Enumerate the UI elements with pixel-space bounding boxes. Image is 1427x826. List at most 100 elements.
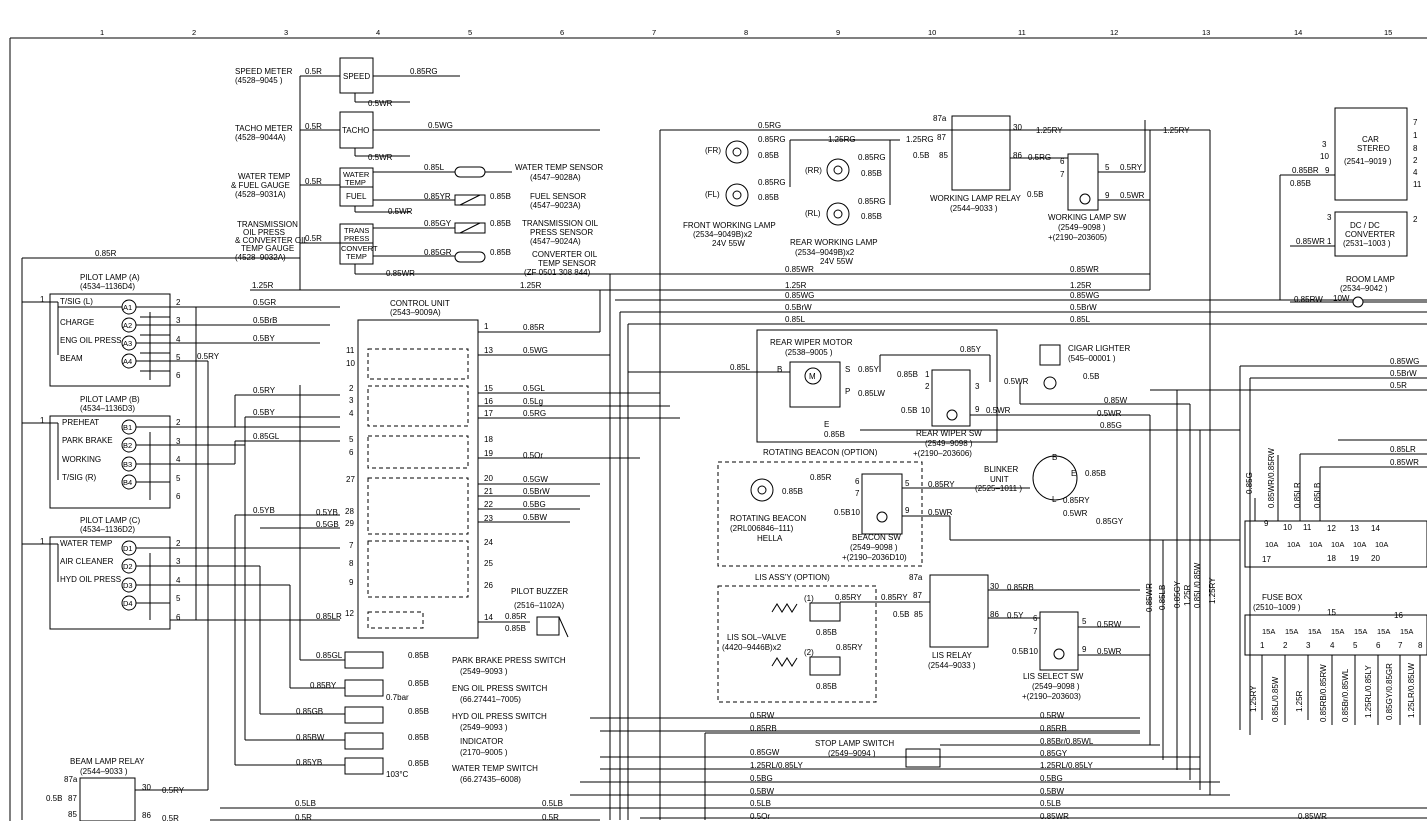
fuse-rating: 15A: [1400, 627, 1413, 636]
pin-number: 13: [1350, 524, 1359, 533]
component-title: TEMP GAUGE: [241, 244, 294, 253]
wire-label: 0.85B: [758, 193, 779, 202]
part-number: (4547–9024A): [530, 237, 581, 246]
lamp-label: WORKING: [62, 455, 101, 464]
pin-number: 5: [1105, 163, 1110, 172]
pin-number: 4: [349, 409, 354, 418]
component-title: BEAM LAMP RELAY: [70, 757, 145, 766]
part-number: (2534–9049B)x2: [795, 248, 855, 257]
wire-label: 0.5B: [1027, 190, 1043, 199]
wire-label: 0.85RW: [1294, 295, 1323, 304]
fuse-rating: 10A: [1375, 540, 1388, 549]
lamp-id: A1: [123, 303, 132, 312]
pin-number: 6: [176, 613, 181, 622]
part-number: (2170–9005 ): [460, 748, 508, 757]
sensor-title: FUEL SENSOR: [530, 192, 586, 201]
pin-number: 2: [925, 382, 930, 391]
pin-number: E: [824, 420, 829, 429]
pin-number: 9: [1264, 519, 1269, 528]
pin-number: 5: [1353, 641, 1358, 650]
pin-number: 5: [1082, 617, 1087, 626]
bus-label: 0.85GW: [750, 748, 780, 757]
section-title: LIS ASS'Y (OPTION): [755, 573, 830, 582]
transmission-converter-gauge: TRANSMISSION OIL PRESS & CONVERTER OIL T…: [235, 76, 610, 290]
wire-label: 0.85LB: [1158, 585, 1167, 610]
wire-label: 0.85G: [1245, 472, 1254, 494]
wire-label: 0.85RG: [758, 178, 786, 187]
part-number: (2510–1009 ): [1253, 603, 1301, 612]
component-title: ROTATING BEACON: [730, 514, 806, 523]
part-number: (2543–9009A): [390, 308, 441, 317]
lamp-label: CHARGE: [60, 318, 94, 327]
bus-label: 0.5BG: [750, 774, 773, 783]
wire-label: 0.85WR: [386, 269, 415, 278]
wire-label: 0.85B: [408, 707, 429, 716]
wire-label: 0.5RW: [1097, 620, 1122, 629]
wire-label: 1.25RY: [1208, 577, 1217, 604]
wire-label: 0.5RY: [197, 352, 220, 361]
part-number: (4534–1136D4): [80, 282, 135, 291]
bus-label: 0.5BG: [1040, 774, 1063, 783]
pin-number: 87a: [909, 573, 923, 582]
pin-number: 17: [484, 409, 493, 418]
border-tick: 9: [836, 28, 840, 37]
part-number: (2516–1102A): [514, 601, 564, 610]
lamp-id: A3: [123, 339, 132, 348]
wire-label: 0.85GY: [424, 219, 452, 228]
sensor-title: WATER TEMP SENSOR: [515, 163, 603, 172]
rotating-beacon-option: ROTATING BEACON (OPTION) 0.85R 0.85B ROT…: [717, 448, 1030, 567]
fuse-rating: 15A: [1308, 627, 1321, 636]
section-title: ROTATING BEACON (OPTION): [763, 448, 878, 457]
wire-label: 0.85B: [408, 733, 429, 742]
component-title: WORKING LAMP RELAY: [930, 194, 1022, 203]
lamp-id: D3: [123, 581, 133, 590]
wire-label: 0.5WG: [428, 121, 453, 130]
part-number: (4528–9031A): [235, 190, 286, 199]
part-number: (2549–9098 ): [1058, 223, 1106, 232]
rear-working-lamps: (RR) 0.85RG 0.85B (RL) 0.85RG 0.85B REAR…: [790, 140, 891, 266]
pin-number: 9: [1082, 645, 1087, 654]
part-number: (545–00001 ): [1068, 354, 1116, 363]
speed-meter: SPEED METER (4528–9045 ) 0.5R SPEED 0.85…: [235, 57, 460, 108]
pin-number: 3: [975, 382, 980, 391]
lis-option: LIS ASS'Y (OPTION) (1) (2) LIS SOL–VALVE…: [717, 573, 1150, 703]
pin-number: 86: [1013, 151, 1022, 160]
border-tick: 8: [744, 28, 748, 37]
pin-number: 9: [905, 506, 910, 515]
part-number: +(2190–2036D10): [842, 553, 907, 562]
pin-number: 30: [142, 783, 151, 792]
front-working-lamps: 0.5RG (FR) 0.85RG 0.85B (FL) 0.85RG 0.85…: [659, 121, 1150, 820]
bottom-right-buses: 0.5RW 0.5RW 0.85RB 0.85RB 0.85Br/0.85WL …: [570, 711, 1427, 821]
pilot-lamp-c: PILOT LAMP (C) (4534–1136D2) 1 WATER TEM…: [22, 307, 340, 765]
component-title: CIGAR LIGHTER: [1068, 344, 1130, 353]
component-title: STOP LAMP SWITCH: [815, 739, 894, 748]
wire-label: 0.5BY: [253, 408, 275, 417]
bus-label: 0.85WR: [1070, 265, 1099, 274]
pin-number: 10: [851, 508, 860, 517]
pin-number: 10W: [1333, 294, 1350, 303]
wire-label: 0.85LB: [1313, 483, 1322, 508]
pin-number: 1: [40, 295, 45, 304]
blinker-unit: B E L BLINKER UNIT (2525–1011 ) 0.85B 0.…: [949, 453, 1240, 541]
wire-label: 0.85L: [730, 363, 751, 372]
sensors: 0.85L WATER TEMP SENSOR (4547–9028A) 0.8…: [424, 163, 603, 277]
wire-label: 0.85GL: [253, 432, 280, 441]
wire-label: 0.5B: [913, 151, 929, 160]
border-tick: 11: [1018, 28, 1026, 37]
wire-label: 0.5Y: [1007, 611, 1024, 620]
lamp-label: BEAM: [60, 354, 83, 363]
wire-label: 0.85GY: [1096, 517, 1124, 526]
wire-label: 0.5B: [893, 610, 909, 619]
wire-label: 0.85Y: [960, 345, 982, 354]
bus-label: 0.5BrW: [785, 303, 812, 312]
wire-label: 0.85B: [816, 682, 837, 691]
pin-number: 15: [484, 384, 493, 393]
part-number: (4534–1136D2): [80, 525, 135, 534]
pin-number: 1: [1413, 131, 1418, 140]
wire-label: 0.85BY: [310, 681, 337, 690]
wire-label: 0.5RG: [758, 121, 781, 130]
fuse-rating: 15A: [1262, 627, 1275, 636]
component-title: PILOT BUZZER: [511, 587, 568, 596]
component-title: ROOM LAMP: [1346, 275, 1395, 284]
bus-label: 0.5RW: [1040, 711, 1065, 720]
